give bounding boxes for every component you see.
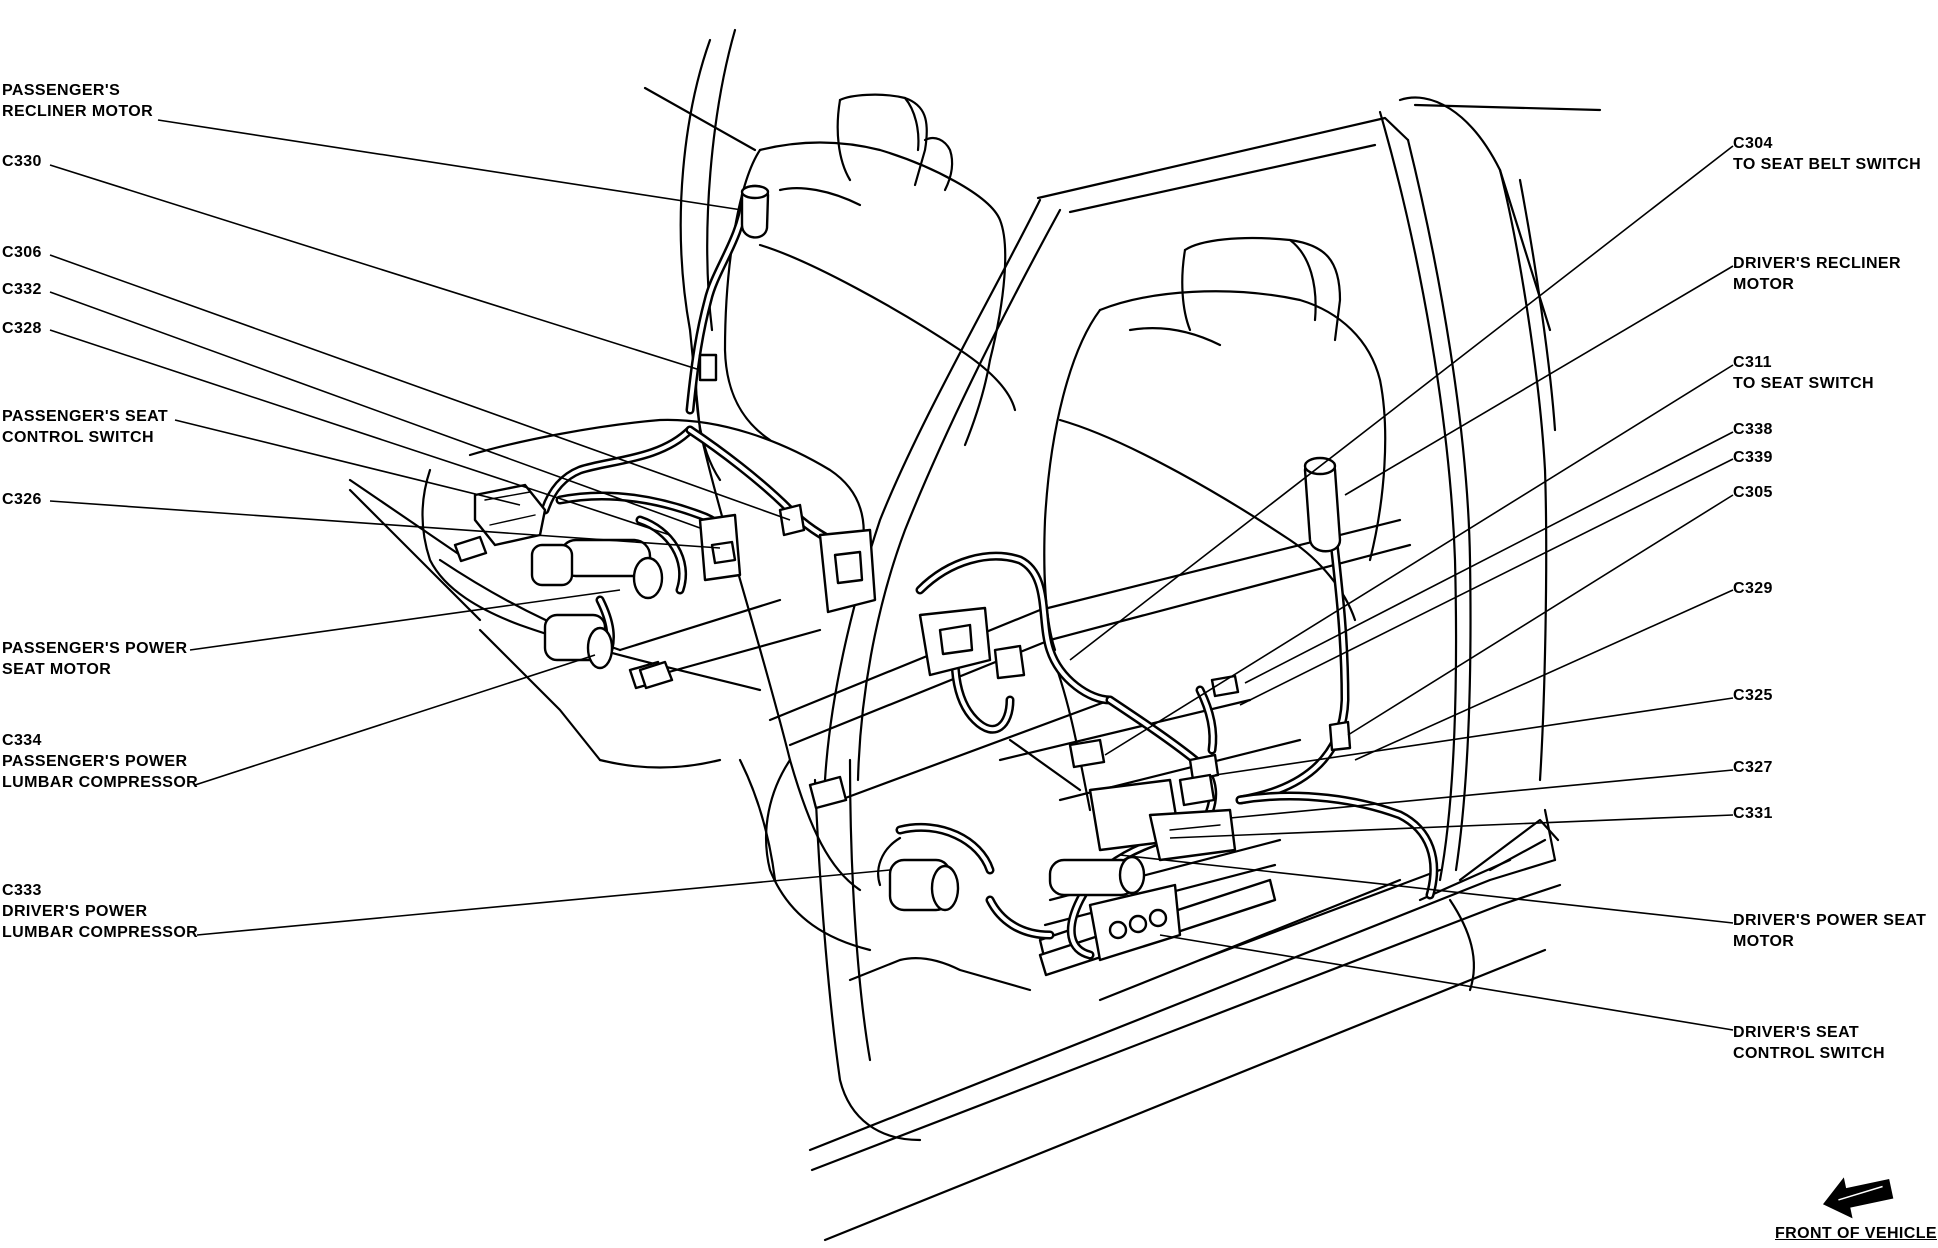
label-c328: C328 bbox=[2, 320, 42, 337]
passenger-harness bbox=[540, 195, 845, 665]
driver-lumbar-compressor bbox=[877, 836, 960, 912]
passenger-seat-control-switch bbox=[473, 483, 547, 547]
label-c332: C332 bbox=[2, 281, 42, 298]
passenger-power-seat-motor bbox=[530, 513, 742, 600]
label-c327: C327 bbox=[1733, 759, 1773, 776]
driver-connectors-left bbox=[918, 606, 1106, 769]
driver-power-seat-motor bbox=[1048, 778, 1237, 897]
label-c325: C325 bbox=[1733, 687, 1773, 704]
driver-seat-control-switch bbox=[1088, 883, 1182, 962]
label-c329: C329 bbox=[1733, 580, 1773, 597]
vehicle-body-outline bbox=[643, 28, 1602, 1242]
label-c305: C305 bbox=[1733, 484, 1773, 501]
label-c330: C330 bbox=[2, 153, 42, 170]
label-c326: C326 bbox=[2, 491, 42, 508]
label-c331: C331 bbox=[1733, 805, 1773, 822]
passenger-connector-c330 bbox=[778, 503, 877, 614]
front-arrow-icon bbox=[1822, 1177, 1894, 1219]
driver-recliner-motor bbox=[1303, 456, 1352, 752]
passenger-lumbar-compressor bbox=[543, 613, 614, 670]
label-c338: C338 bbox=[1733, 421, 1773, 438]
label-c339: C339 bbox=[1733, 449, 1773, 466]
passenger-seat bbox=[348, 93, 1017, 769]
leader-lines bbox=[49, 119, 1734, 1031]
label-c306: C306 bbox=[2, 244, 42, 261]
front-of-vehicle-label: FRONT OF VEHICLE bbox=[1775, 1225, 1937, 1242]
driver-connectors-right bbox=[1178, 674, 1240, 807]
passenger-recliner-motor bbox=[698, 184, 770, 382]
